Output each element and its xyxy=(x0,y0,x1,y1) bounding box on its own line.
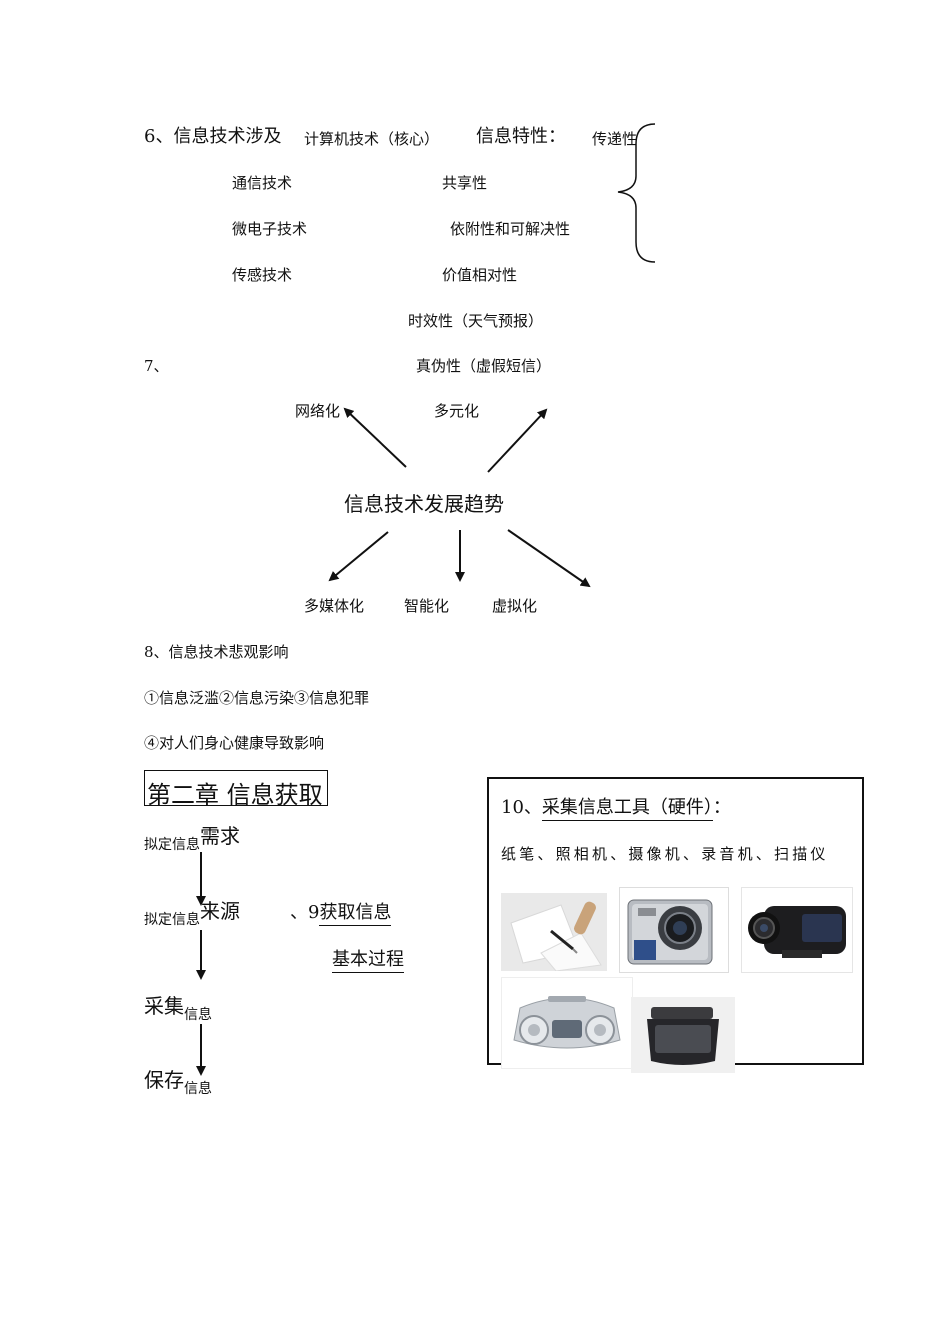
feature-title: 信息特性： xyxy=(476,126,566,147)
section-9-label: 、9获取信息 xyxy=(290,902,392,926)
section-6-heading: 6、信息技术涉及 xyxy=(144,126,282,147)
tech-communication: 通信技术 xyxy=(232,174,293,192)
paper-pen-image xyxy=(501,893,607,971)
feature-transmission: 传递性 xyxy=(592,130,638,148)
chapter-title: 第二章 信息获取 xyxy=(147,781,323,809)
flow-step-requirement: 拟定信息需求 xyxy=(144,824,240,852)
camcorder-image xyxy=(741,887,853,973)
section-10-suffix: ： xyxy=(712,797,731,818)
flow-step-source-main: 来源 xyxy=(200,899,240,923)
flow-step-source-prefix: 拟定信息 xyxy=(144,912,200,928)
flow-step-collect: 采集信息 xyxy=(144,994,212,1022)
flow-step-save: 保存信息 xyxy=(144,1068,212,1096)
flow-step-save-suffix: 信息 xyxy=(184,1081,212,1097)
flow-step-collect-suffix: 信息 xyxy=(184,1007,212,1023)
section-9-line-2-wrap: 基本过程 xyxy=(332,949,404,973)
feature-dependency: 依附性和可解决性 xyxy=(450,220,571,238)
section-10-prefix: 10、 xyxy=(501,797,542,818)
trend-center-label: 信息技术发展趋势 xyxy=(344,492,504,516)
flow-step-collect-main: 采集 xyxy=(144,994,184,1018)
trend-diversified: 多元化 xyxy=(434,402,480,420)
section-8-line-2: ④对人们身心健康导致影响 xyxy=(144,734,325,752)
camera-image xyxy=(619,887,729,973)
arrow-network xyxy=(343,407,407,468)
arrow-virtual xyxy=(507,529,591,588)
tech-microelectronics: 微电子技术 xyxy=(232,220,308,238)
feature-authenticity: 真伪性（虚假短信） xyxy=(416,357,552,375)
scanner-image xyxy=(631,997,735,1073)
trend-multimedia: 多媒体化 xyxy=(304,597,365,615)
tech-computer: 计算机技术（核心） xyxy=(304,130,440,148)
flow-step-source: 拟定信息来源 xyxy=(144,899,240,927)
chapter-title-box: 第二章 信息获取 xyxy=(144,770,328,809)
section-8-line-1: ①信息泛滥②信息污染③信息犯罪 xyxy=(144,689,370,707)
section-7-number: 7、 xyxy=(144,357,169,375)
feature-sharing: 共享性 xyxy=(442,174,488,192)
recorder-image xyxy=(501,977,633,1069)
flow-step-requirement-prefix: 拟定信息 xyxy=(144,837,200,853)
tech-sensing: 传感技术 xyxy=(232,266,293,284)
section-10-heading: 10、采集信息工具（硬件）： xyxy=(501,797,731,821)
features-brace xyxy=(617,123,656,263)
feature-value: 价值相对性 xyxy=(442,266,518,284)
flow-step-save-main: 保存 xyxy=(144,1068,184,1092)
arrow-multimedia xyxy=(328,531,389,582)
section-9-line-2: 基本过程 xyxy=(332,949,404,973)
hardware-tools-box: 10、采集信息工具（硬件）： 纸笔、照相机、摄像机、录音机、扫描仪 xyxy=(487,777,864,1073)
section-9-prefix: 、9 xyxy=(290,902,320,923)
flow-step-requirement-main: 需求 xyxy=(200,824,240,848)
feature-timeliness: 时效性（天气预报） xyxy=(408,312,544,330)
trend-network: 网络化 xyxy=(295,402,341,420)
trend-virtual: 虚拟化 xyxy=(492,597,538,615)
section-8-heading: 8、信息技术悲观影响 xyxy=(144,643,289,661)
section-9-line-1: 获取信息 xyxy=(319,902,392,926)
trend-intelligent: 智能化 xyxy=(404,597,450,615)
arrow-diversified xyxy=(487,408,548,473)
section-10-tools: 纸笔、照相机、摄像机、录音机、扫描仪 xyxy=(501,845,829,863)
section-10-title: 采集信息工具（硬件） xyxy=(541,797,713,821)
